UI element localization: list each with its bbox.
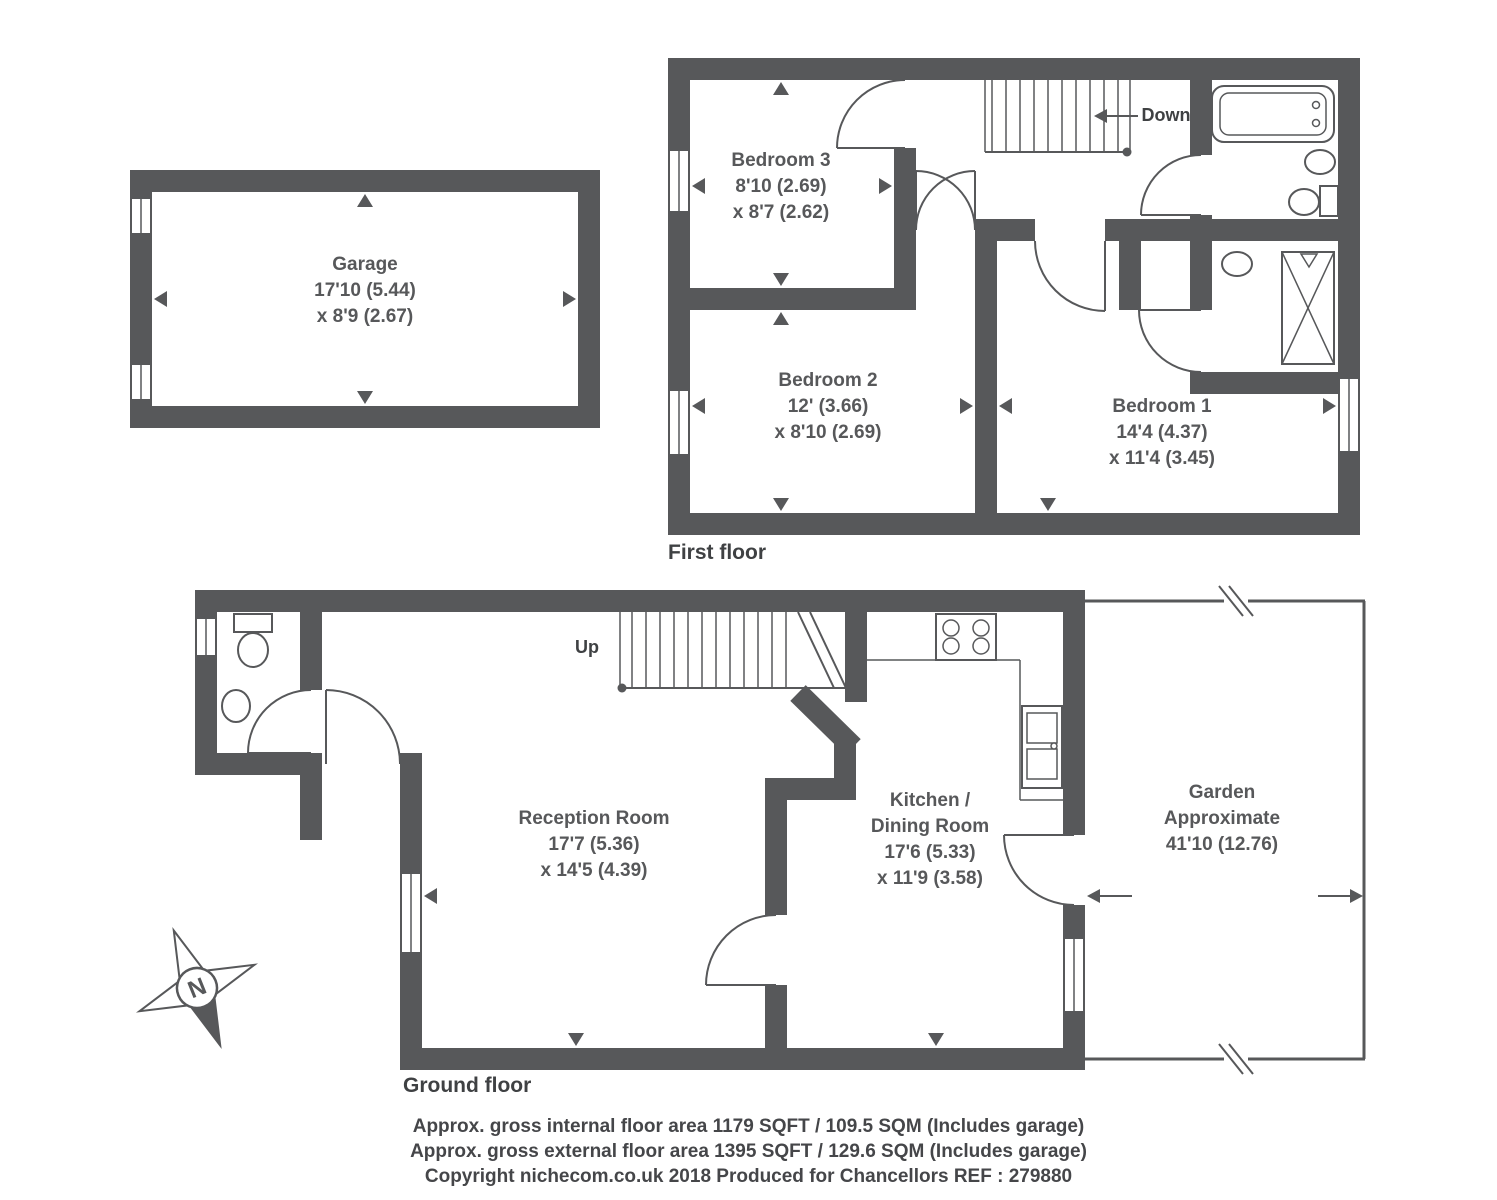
understairs-wall bbox=[790, 685, 861, 755]
bath-icon bbox=[1211, 85, 1335, 143]
room-name: Kitchen / bbox=[889, 790, 971, 811]
room-name: Bedroom 2 bbox=[778, 370, 878, 391]
room-dim: 17'10 (5.44) bbox=[314, 280, 416, 301]
room-dim: 17'7 (5.36) bbox=[548, 834, 640, 855]
ground-floor-title: Ground floor bbox=[403, 1074, 532, 1097]
dimension-arrows bbox=[424, 888, 944, 1046]
room-dim: x 11'4 (3.45) bbox=[1109, 448, 1215, 469]
stairs-up-label: Up bbox=[575, 637, 599, 657]
footer: Approx. gross internal floor area 1179 S… bbox=[0, 1114, 1497, 1189]
room-dim: x 8'9 (2.67) bbox=[316, 306, 414, 327]
room-dim: 41'10 (12.76) bbox=[1165, 834, 1279, 855]
footer-internal-area: Approx. gross internal floor area 1179 S… bbox=[412, 1116, 1085, 1137]
sink-unit-icon bbox=[1021, 705, 1063, 789]
bedroom1-label: Bedroom 1 14'4 (4.37) x 11'4 (3.45) bbox=[1109, 394, 1215, 472]
sink-icon bbox=[1304, 149, 1336, 175]
first-floor-plan bbox=[668, 58, 1360, 535]
footer-external-area: Approx. gross external floor area 1395 S… bbox=[410, 1141, 1087, 1162]
window bbox=[1063, 937, 1085, 1013]
footer-copyright: Copyright nichecom.co.uk 2018 Produced f… bbox=[424, 1166, 1073, 1187]
dimension-arrows bbox=[154, 194, 576, 404]
room-name: Bedroom 1 bbox=[1112, 396, 1212, 417]
window bbox=[195, 617, 217, 657]
room-dim: x 11'9 (3.58) bbox=[877, 868, 983, 889]
toilet-icon bbox=[233, 613, 273, 668]
room-name: Dining Room bbox=[870, 816, 990, 837]
toilet-icon bbox=[1288, 185, 1339, 217]
garden-label: Garden Approximate 41'10 (12.76) bbox=[1164, 780, 1280, 858]
window bbox=[668, 389, 690, 456]
room-dim: 17'6 (5.33) bbox=[884, 842, 976, 863]
stairs-down-label: Down bbox=[1141, 105, 1191, 125]
garage-label: Garage 17'10 (5.44) x 8'9 (2.67) bbox=[314, 252, 416, 330]
garage-plan bbox=[130, 170, 600, 428]
stairs-up bbox=[619, 611, 847, 689]
sink-icon bbox=[1221, 251, 1253, 277]
hob-icon bbox=[935, 613, 997, 661]
shower-icon bbox=[1281, 251, 1335, 365]
room-dim: 8'10 (2.69) bbox=[735, 176, 827, 197]
door-arcs bbox=[247, 689, 1075, 986]
room-dim: x 8'7 (2.62) bbox=[732, 202, 830, 223]
room-name: Garage bbox=[332, 254, 398, 275]
door-arcs bbox=[836, 79, 1202, 373]
dimension-arrows bbox=[692, 82, 1336, 511]
window bbox=[668, 149, 690, 213]
room-dim: x 8'10 (2.69) bbox=[774, 422, 882, 443]
stairs-down bbox=[984, 80, 1131, 153]
compass-rose: N bbox=[135, 926, 259, 1050]
sink-icon bbox=[221, 689, 251, 723]
stair-newel bbox=[617, 683, 627, 693]
reception-room-label: Reception Room 17'7 (5.36) x 14'5 (4.39) bbox=[519, 806, 670, 884]
kitchen-dining-label: Kitchen / Dining Room 17'6 (5.33) x 11'9… bbox=[871, 788, 989, 892]
window bbox=[1338, 377, 1360, 453]
window bbox=[130, 197, 152, 235]
garden-dimension-arrows bbox=[1087, 889, 1363, 903]
bedroom2-label: Bedroom 2 12' (3.66) x 8'10 (2.69) bbox=[775, 368, 882, 446]
room-name: Garden bbox=[1188, 782, 1256, 803]
window bbox=[400, 872, 422, 954]
room-dim: x 14'5 (4.39) bbox=[540, 860, 648, 881]
bedroom3-label: Bedroom 3 8'10 (2.69) x 8'7 (2.62) bbox=[731, 148, 830, 226]
room-dim: 12' (3.66) bbox=[787, 396, 869, 417]
room-name: Reception Room bbox=[518, 808, 670, 829]
room-dim: Approximate bbox=[1163, 808, 1281, 829]
stair-newel bbox=[1122, 147, 1132, 157]
ground-floor-plan bbox=[195, 585, 1366, 1075]
down-direction-arrow bbox=[1094, 109, 1138, 123]
ground-floor-walls bbox=[195, 590, 1085, 1070]
first-floor-title: First floor bbox=[668, 541, 766, 564]
window bbox=[130, 363, 152, 401]
garden-break-marks bbox=[1218, 585, 1254, 1075]
room-dim: 14'4 (4.37) bbox=[1116, 422, 1208, 443]
room-name: Bedroom 3 bbox=[731, 150, 831, 171]
